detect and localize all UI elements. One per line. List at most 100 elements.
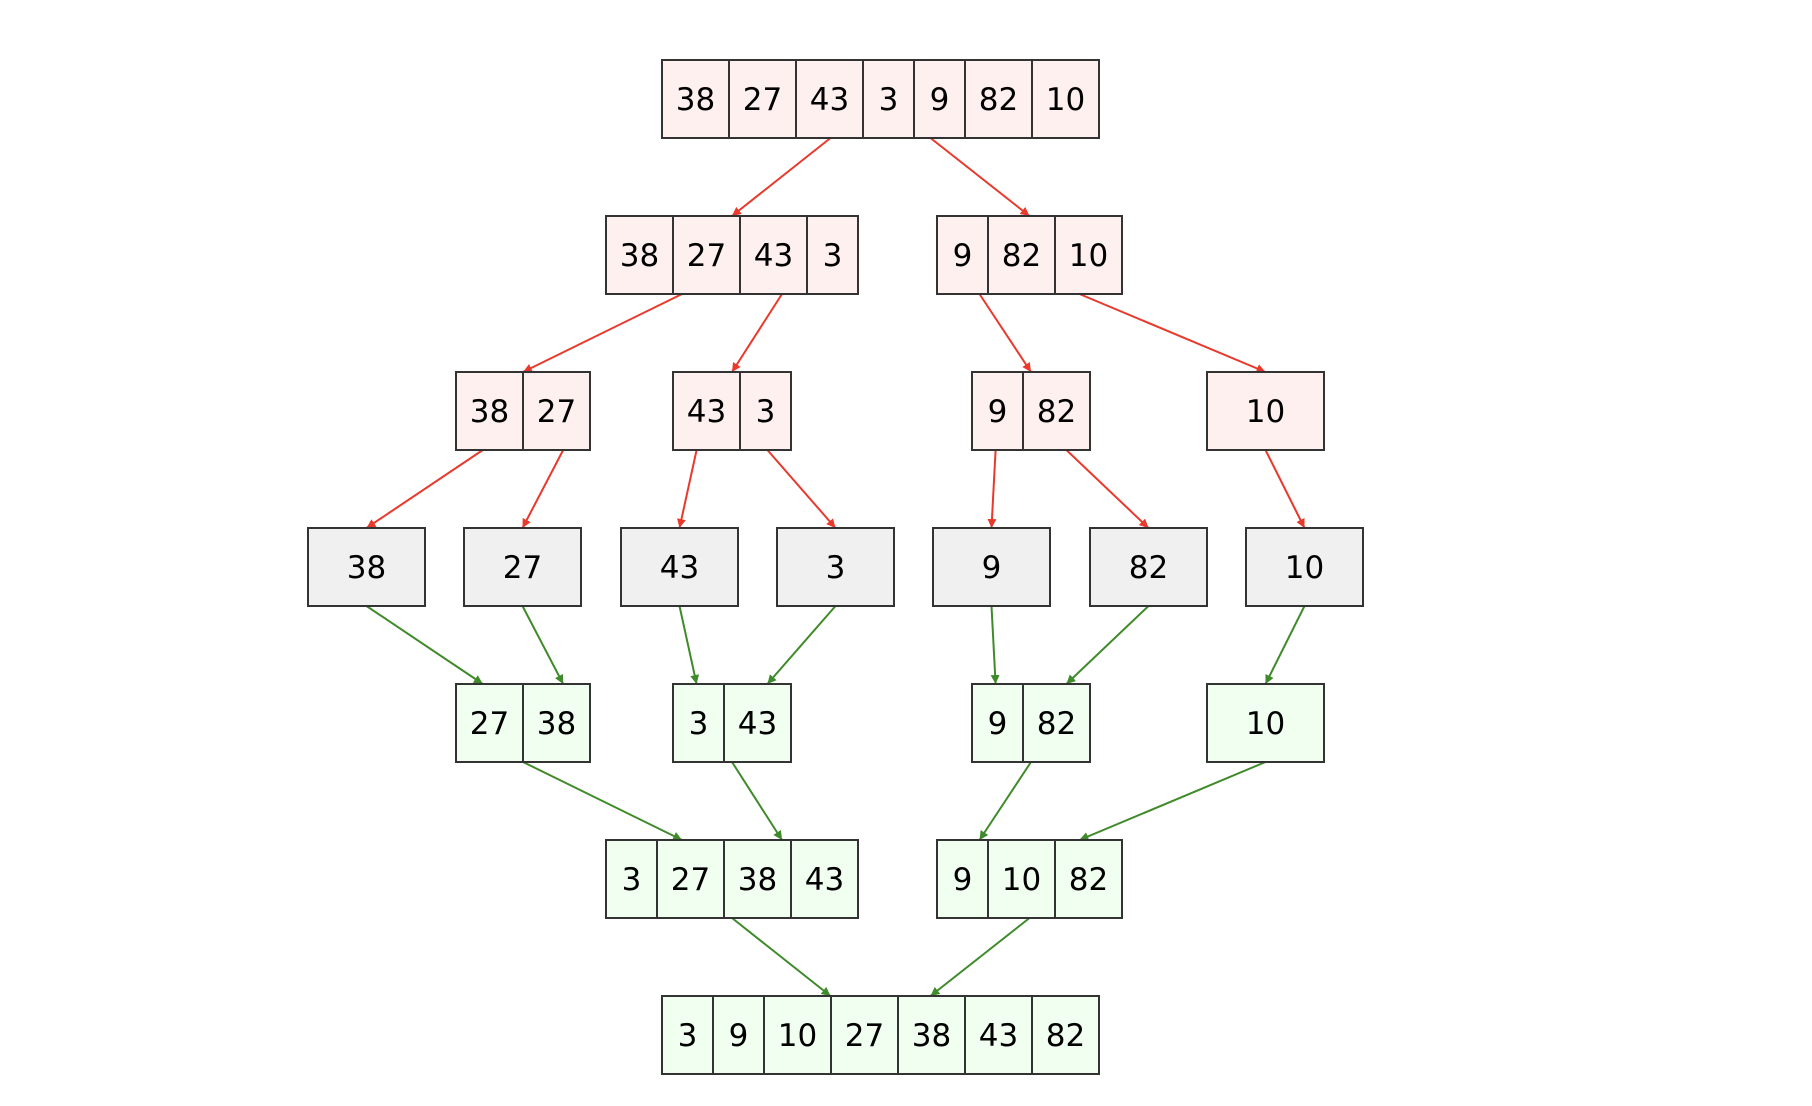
array-cell-value: 82 [1129, 550, 1168, 586]
array-cell-value: 82 [1002, 238, 1041, 274]
array-cell: 43 [672, 371, 741, 451]
array-cell-box [728, 59, 797, 139]
array-cell-box [1206, 371, 1325, 451]
array-cell: 82 [1031, 995, 1100, 1075]
array-cell: 3 [672, 683, 725, 763]
array-cell-box [1206, 683, 1325, 763]
split-arrow [1065, 449, 1150, 529]
array-cell-box [1031, 995, 1100, 1075]
merge-arrow [766, 605, 837, 685]
array-cell: 10 [763, 995, 832, 1075]
array-cell-box [739, 215, 808, 295]
merge-arrow [990, 605, 1000, 685]
merge-array-node: 27 38 [455, 683, 591, 763]
array-cell-value: 43 [660, 550, 699, 586]
array-cell-value: 43 [754, 238, 793, 274]
array-cell-box [806, 215, 859, 295]
leaf-array-node: 43 [620, 527, 739, 607]
array-cell-box [620, 527, 739, 607]
split-arrow [1079, 293, 1266, 373]
array-cell-value: 38 [537, 706, 576, 742]
array-cell-value: 3 [823, 238, 843, 274]
array-cell-value: 3 [826, 550, 846, 586]
array-cell-value: 27 [743, 82, 782, 118]
merge-arrow [1065, 605, 1150, 685]
array-cell-box [932, 527, 1051, 607]
array-cell-value: 10 [1246, 394, 1285, 430]
array-cell: 27 [656, 839, 725, 919]
array-cell: 3 [806, 215, 859, 295]
array-cell-value: 43 [738, 706, 777, 742]
array-cell-value: 82 [1046, 1018, 1085, 1054]
split-array-node: 9 82 [971, 371, 1091, 451]
array-cell-value: 38 [912, 1018, 951, 1054]
array-cell-value: 10 [778, 1018, 817, 1054]
array-cell-value: 9 [930, 82, 950, 118]
array-cell-value: 38 [347, 550, 386, 586]
array-cell-value: 82 [1037, 706, 1076, 742]
array-cell-box [987, 839, 1056, 919]
array-cell: 38 [605, 215, 674, 295]
array-cell-box [987, 215, 1056, 295]
array-cell-value: 9 [953, 238, 973, 274]
array-cell: 43 [620, 527, 739, 607]
array-cell-box [672, 683, 725, 763]
split-arrow [677, 449, 698, 529]
leaf-array-node: 82 [1089, 527, 1208, 607]
array-cell-box [455, 371, 524, 451]
array-cell: 27 [463, 527, 582, 607]
merge-arrow [978, 761, 1032, 841]
array-cell-value: 10 [1246, 706, 1285, 742]
array-cell: 43 [723, 683, 792, 763]
merge-array-node: 9 82 [971, 683, 1091, 763]
array-cell-box [712, 995, 765, 1075]
array-cell-box [936, 839, 989, 919]
array-cell-value: 3 [622, 862, 642, 898]
array-cell: 10 [1054, 215, 1123, 295]
split-arrow [1264, 449, 1306, 529]
array-cell-box [790, 839, 859, 919]
array-cell-value: 3 [756, 394, 776, 430]
array-cell-value: 9 [988, 394, 1008, 430]
split-arrow [766, 449, 837, 529]
array-cell: 9 [971, 371, 1024, 451]
array-cell: 10 [1031, 59, 1100, 139]
split-array-node: 10 [1206, 371, 1325, 451]
leaf-array-node: 3 [776, 527, 895, 607]
array-cell: 38 [897, 995, 966, 1075]
array-cell-box [964, 59, 1033, 139]
array-cell-value: 27 [687, 238, 726, 274]
array-cell: 82 [1022, 683, 1091, 763]
array-cell-box [1089, 527, 1208, 607]
array-cell: 82 [1022, 371, 1091, 451]
array-cell: 9 [913, 59, 966, 139]
array-cell: 10 [1206, 371, 1325, 451]
array-cell-box [1054, 215, 1123, 295]
array-cell-value: 27 [470, 706, 509, 742]
array-cell-value: 9 [729, 1018, 749, 1054]
array-cell-box [463, 527, 582, 607]
array-cell-value: 9 [988, 706, 1008, 742]
leaf-array-node: 27 [463, 527, 582, 607]
array-cell: 38 [522, 683, 591, 763]
array-cell-value: 3 [879, 82, 899, 118]
array-cell-box [661, 59, 730, 139]
array-cell-value: 9 [982, 550, 1002, 586]
split-arrow [987, 449, 997, 529]
split-array-node: 38 27 43 3 [605, 215, 859, 295]
array-cell: 38 [307, 527, 426, 607]
merge-arrow [731, 761, 783, 841]
merge-arrow [678, 605, 700, 685]
array-cell: 27 [672, 215, 741, 295]
array-cell: 43 [790, 839, 859, 919]
array-cell: 10 [1206, 683, 1325, 763]
array-cell: 3 [661, 995, 714, 1075]
array-cell-value: 3 [689, 706, 709, 742]
